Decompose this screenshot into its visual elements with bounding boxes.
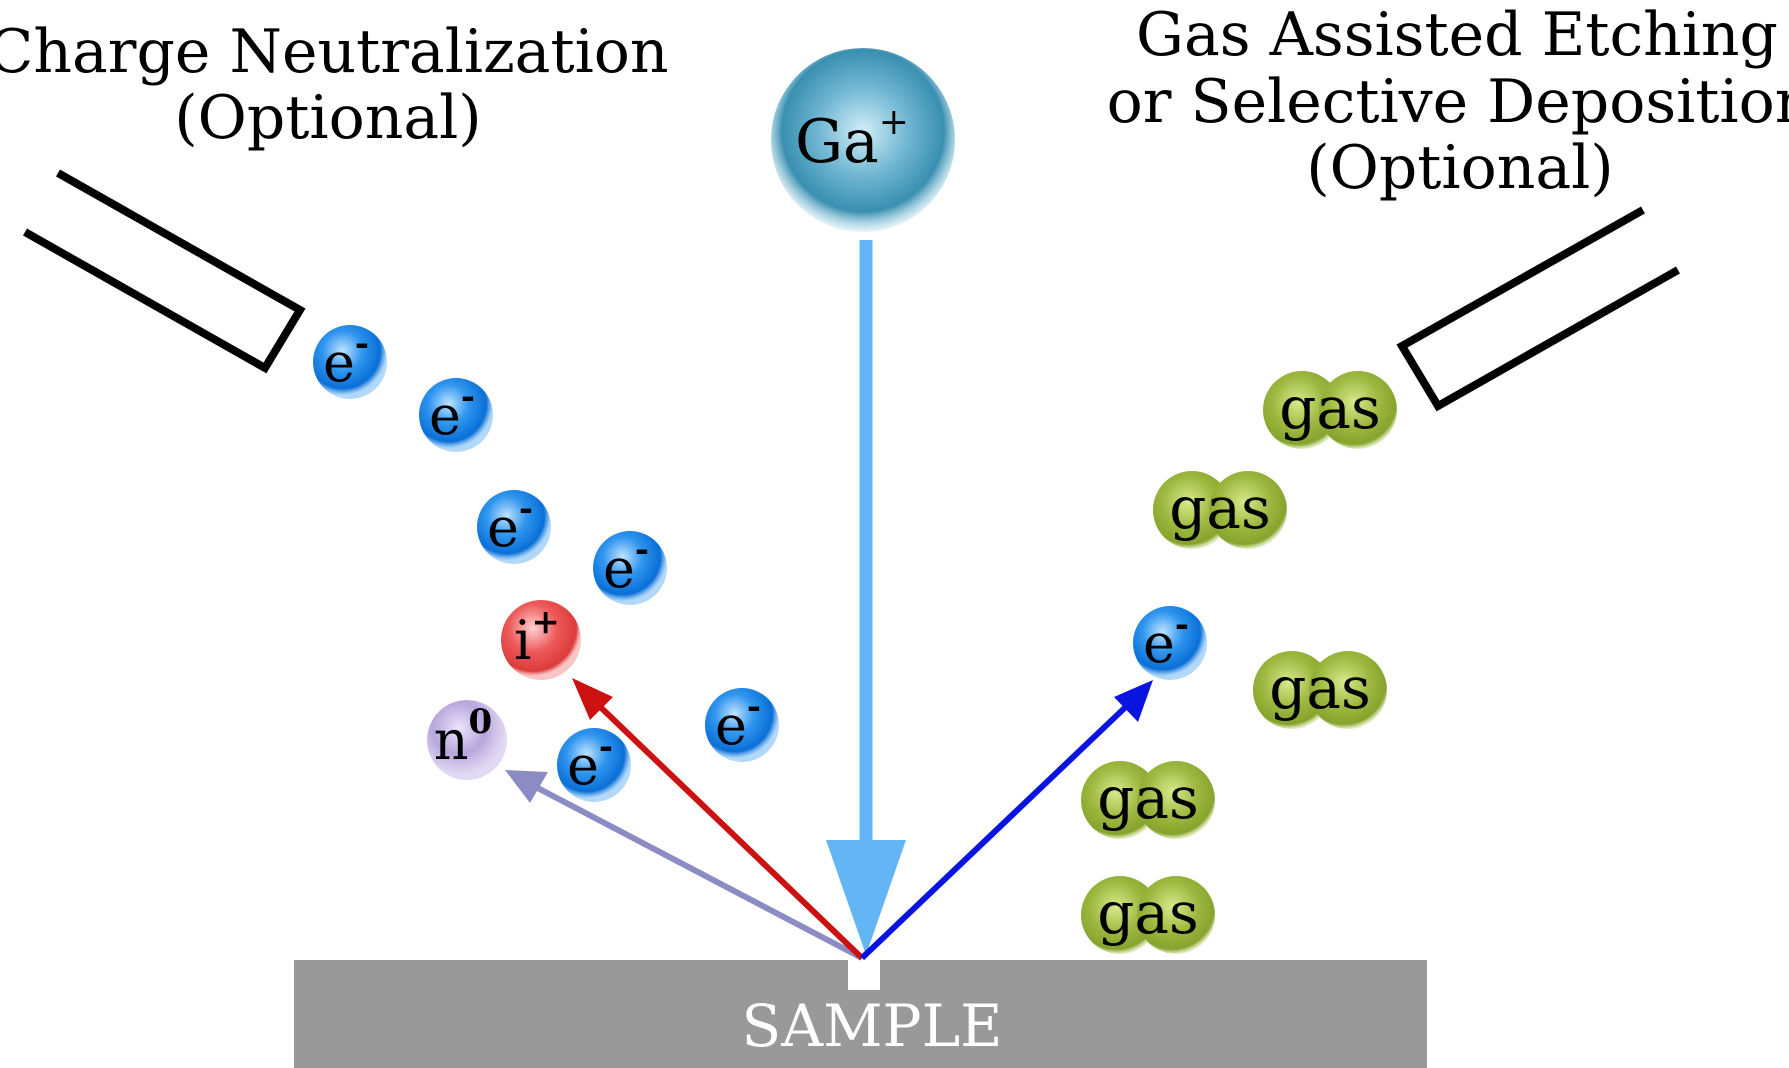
svg-text:e-: e- xyxy=(1143,605,1189,675)
electron-particle-3: e- xyxy=(477,489,551,564)
sample-label: SAMPLE xyxy=(742,992,1003,1060)
ion-particle: i+ xyxy=(501,600,581,680)
svg-text:e-: e- xyxy=(715,687,761,757)
svg-text:gas: gas xyxy=(1169,474,1270,542)
svg-text:e-: e- xyxy=(603,530,649,600)
gas-injection-nozzle xyxy=(1396,206,1680,412)
electron-particle-4: e- xyxy=(593,530,667,605)
electron-emission-arrow xyxy=(859,680,1153,961)
left-title-line1: Charge Neutralization xyxy=(0,17,669,87)
electron-particle-6: e- xyxy=(557,727,631,802)
right-title-line3: (Optional) xyxy=(1306,133,1613,203)
svg-text:i+: i+ xyxy=(514,602,560,672)
svg-text:gas: gas xyxy=(1097,764,1198,832)
neutral-emission-arrow xyxy=(505,770,864,961)
right-title-line1: Gas Assisted Etching xyxy=(1136,0,1778,70)
gas-molecule-3: gas xyxy=(1253,651,1387,729)
svg-text:gas: gas xyxy=(1269,654,1370,722)
electron-particle-7: e- xyxy=(1133,605,1207,680)
electron-particle-5: e- xyxy=(705,687,779,762)
gas-molecule-5: gas xyxy=(1081,876,1215,954)
impact-spot xyxy=(848,960,880,990)
gas-molecule-1: gas xyxy=(1263,371,1397,449)
svg-text:e-: e- xyxy=(429,377,475,447)
neutral-particle: n0 xyxy=(427,700,507,780)
gas-molecule-2: gas xyxy=(1153,471,1287,549)
svg-text:gas: gas xyxy=(1279,374,1380,442)
left-title-line2: (Optional) xyxy=(174,83,481,153)
electron-particle-1: e- xyxy=(313,324,387,399)
svg-text:e-: e- xyxy=(323,324,369,394)
ga-ion-label: Ga+ xyxy=(795,102,909,177)
ga-beam-arrowhead xyxy=(826,840,906,955)
ga-ion-source xyxy=(771,48,955,232)
svg-text:n0: n0 xyxy=(434,702,492,772)
svg-text:e-: e- xyxy=(487,489,533,559)
electron-flood-gun-nozzle xyxy=(23,169,306,374)
right-title-line2: or Selective Deposition xyxy=(1107,67,1789,137)
svg-text:gas: gas xyxy=(1097,879,1198,947)
gas-molecule-4: gas xyxy=(1081,761,1215,839)
ion-emission-arrow xyxy=(572,678,865,961)
svg-text:e-: e- xyxy=(567,727,613,797)
electron-particle-2: e- xyxy=(419,377,493,452)
